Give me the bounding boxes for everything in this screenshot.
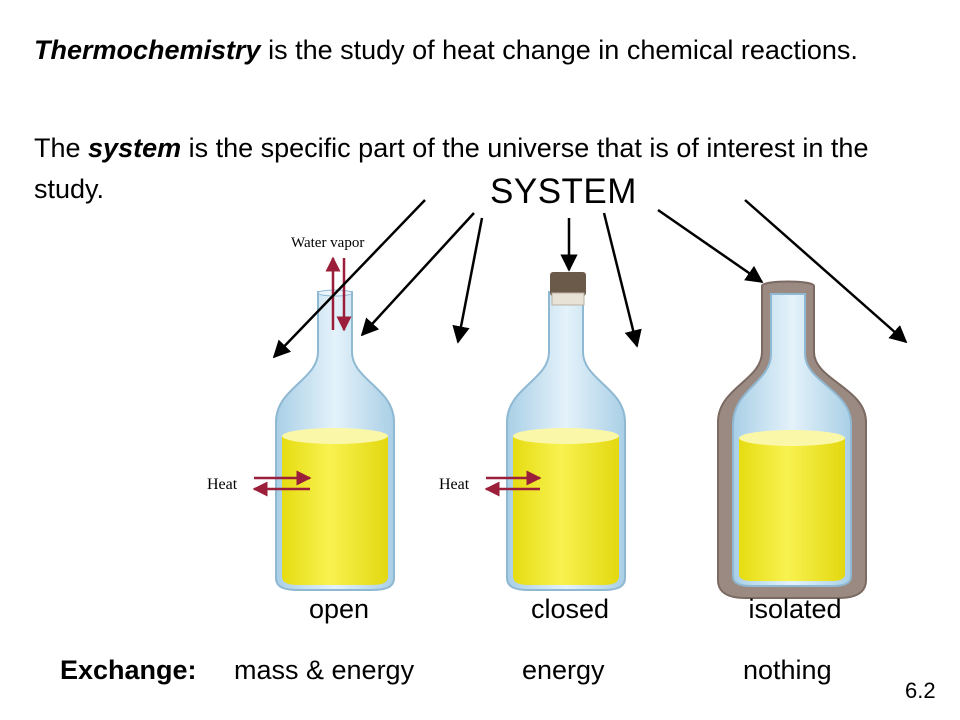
closed-flask: Heat bbox=[439, 272, 626, 591]
pointer-arrow-6 bbox=[657, 208, 764, 284]
pointer-arrow-7 bbox=[744, 199, 908, 344]
system-label: SYSTEM bbox=[490, 172, 637, 211]
definition-text-2a: The bbox=[34, 133, 89, 163]
stopper bbox=[550, 272, 586, 296]
definition-text-2b: is the specific part of the universe tha… bbox=[34, 133, 869, 204]
closed-flask-liquid-surface bbox=[513, 428, 619, 444]
closed-exchange: energy bbox=[522, 655, 605, 685]
slide-number: 6.2 bbox=[905, 678, 936, 703]
definition-text-1: is the study of heat change in chemical … bbox=[260, 35, 858, 65]
open-heat-label: Heat bbox=[207, 476, 238, 493]
exchange-label: Exchange: bbox=[60, 655, 197, 685]
isolated-exchange: nothing bbox=[743, 655, 832, 685]
isolated-flask bbox=[717, 280, 867, 599]
isolated-flask-liquid bbox=[739, 438, 845, 581]
water-vapor-label: Water vapor bbox=[291, 235, 364, 251]
isolated-label: isolated bbox=[748, 594, 842, 624]
pointer-arrow-5 bbox=[602, 212, 642, 348]
isolated-flask-liquid-surface bbox=[739, 430, 845, 446]
definition-thermochemistry: Thermochemistry is the study of heat cha… bbox=[34, 30, 914, 71]
open-flask: Water vapor Heat bbox=[207, 235, 395, 591]
system-pointer-arrows bbox=[272, 199, 908, 359]
open-flask-liquid-surface bbox=[282, 428, 388, 444]
stopper-ring bbox=[551, 292, 585, 306]
pointer-arrow-2 bbox=[360, 212, 475, 337]
pointer-arrow-3 bbox=[452, 217, 484, 344]
open-exchange: mass & energy bbox=[234, 655, 415, 685]
open-label: open bbox=[308, 594, 370, 624]
pointer-arrow-1 bbox=[272, 199, 426, 359]
closed-label: closed bbox=[530, 594, 610, 624]
open-flask-liquid bbox=[282, 436, 388, 585]
term-thermochemistry: Thermochemistry bbox=[34, 35, 261, 65]
term-system: system bbox=[88, 133, 182, 163]
closed-flask-liquid bbox=[513, 436, 619, 585]
definition-system: The system is the specific part of the u… bbox=[34, 128, 914, 210]
closed-heat-label: Heat bbox=[439, 476, 470, 493]
